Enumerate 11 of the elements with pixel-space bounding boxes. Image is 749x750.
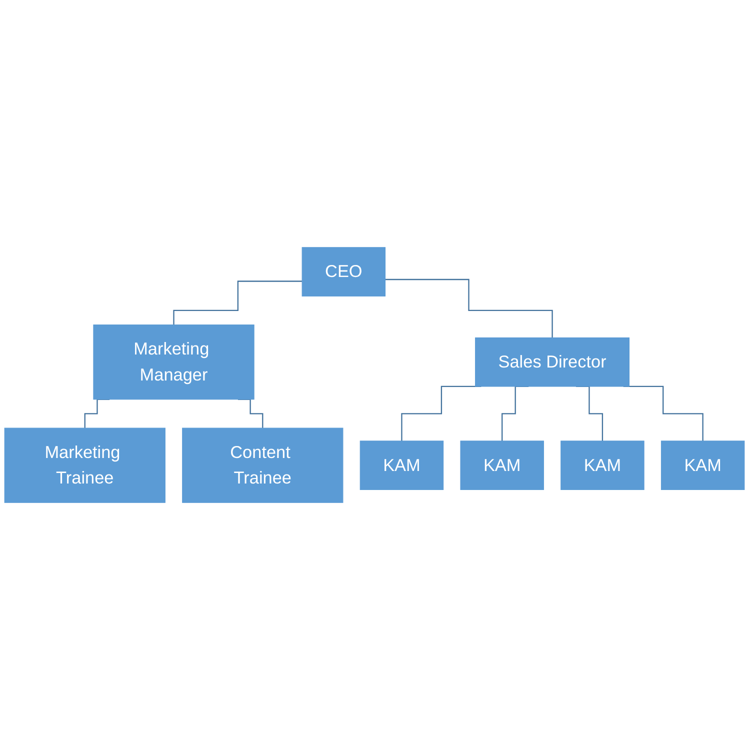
node-box: Marketing Manager xyxy=(93,324,254,400)
node-box: KAM xyxy=(360,440,444,490)
node-box: Sales Director xyxy=(475,337,630,387)
node-box: KAM xyxy=(560,440,644,490)
node-box: CEO xyxy=(302,247,386,296)
connector xyxy=(385,278,553,338)
node-box: Content Trainee xyxy=(182,428,344,503)
node-box: Marketing Trainee xyxy=(4,428,166,503)
node-box: KAM xyxy=(460,440,544,490)
node-box: KAM xyxy=(660,440,745,490)
connector xyxy=(173,280,302,326)
